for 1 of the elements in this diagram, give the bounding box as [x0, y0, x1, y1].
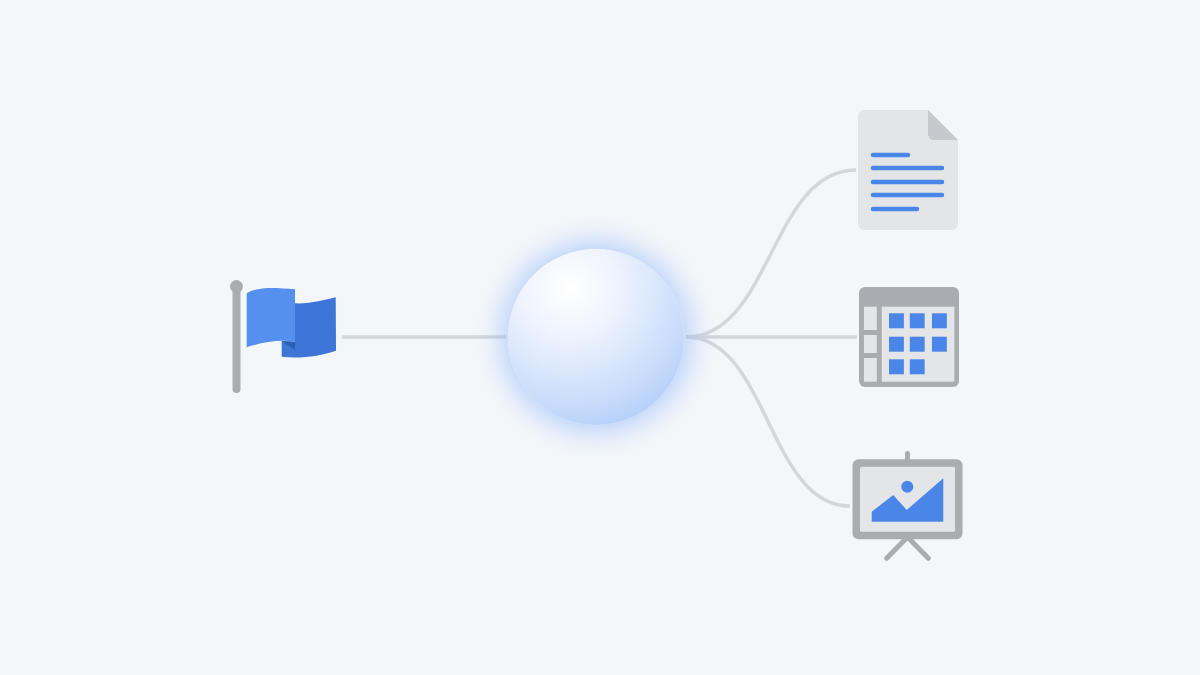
connector-line — [342, 335, 506, 339]
